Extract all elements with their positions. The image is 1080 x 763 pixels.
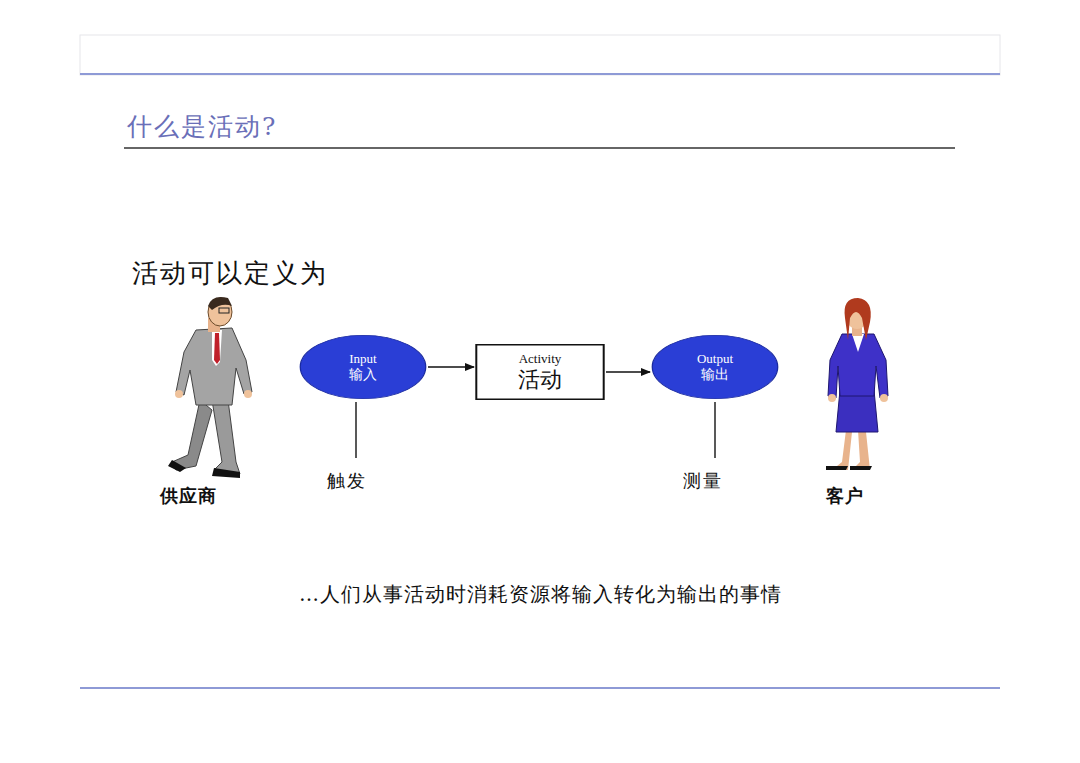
node-text: 输入 bbox=[349, 366, 377, 383]
leader-line bbox=[714, 402, 716, 458]
activity-box: Activity活动 bbox=[475, 344, 605, 400]
flow-arrow bbox=[428, 366, 474, 368]
definition-heading: 活动可以定义为 bbox=[132, 256, 328, 291]
header-rule bbox=[80, 73, 1000, 75]
flow-arrow bbox=[606, 371, 650, 373]
rect-shape bbox=[476, 345, 603, 400]
supplier-figure bbox=[168, 297, 252, 478]
node-heading: Output bbox=[697, 351, 733, 367]
measure-label: 测量 bbox=[683, 469, 723, 493]
leader-line bbox=[355, 402, 357, 458]
footer-rule bbox=[80, 687, 1000, 689]
trigger-label: 触发 bbox=[327, 469, 367, 493]
ellipse-shape bbox=[652, 335, 777, 398]
ellipse-shape bbox=[300, 335, 425, 398]
input-ellipse: Input输入 bbox=[299, 334, 427, 400]
node-heading: Activity bbox=[519, 351, 562, 367]
title-rule bbox=[124, 147, 955, 149]
node-text: 活动 bbox=[518, 367, 562, 393]
caption: …人们从事活动时消耗资源将输入转化为输出的事情 bbox=[299, 581, 782, 608]
node-text: 输出 bbox=[701, 366, 729, 383]
actor-label: 供应商 bbox=[160, 484, 217, 508]
customer-figure bbox=[826, 298, 888, 470]
node-heading: Input bbox=[349, 351, 376, 367]
output-ellipse: Output输出 bbox=[651, 334, 779, 400]
header-frame bbox=[80, 35, 1000, 75]
slide-title: 什么是活动? bbox=[127, 110, 277, 143]
actor-label: 客户 bbox=[826, 484, 864, 508]
